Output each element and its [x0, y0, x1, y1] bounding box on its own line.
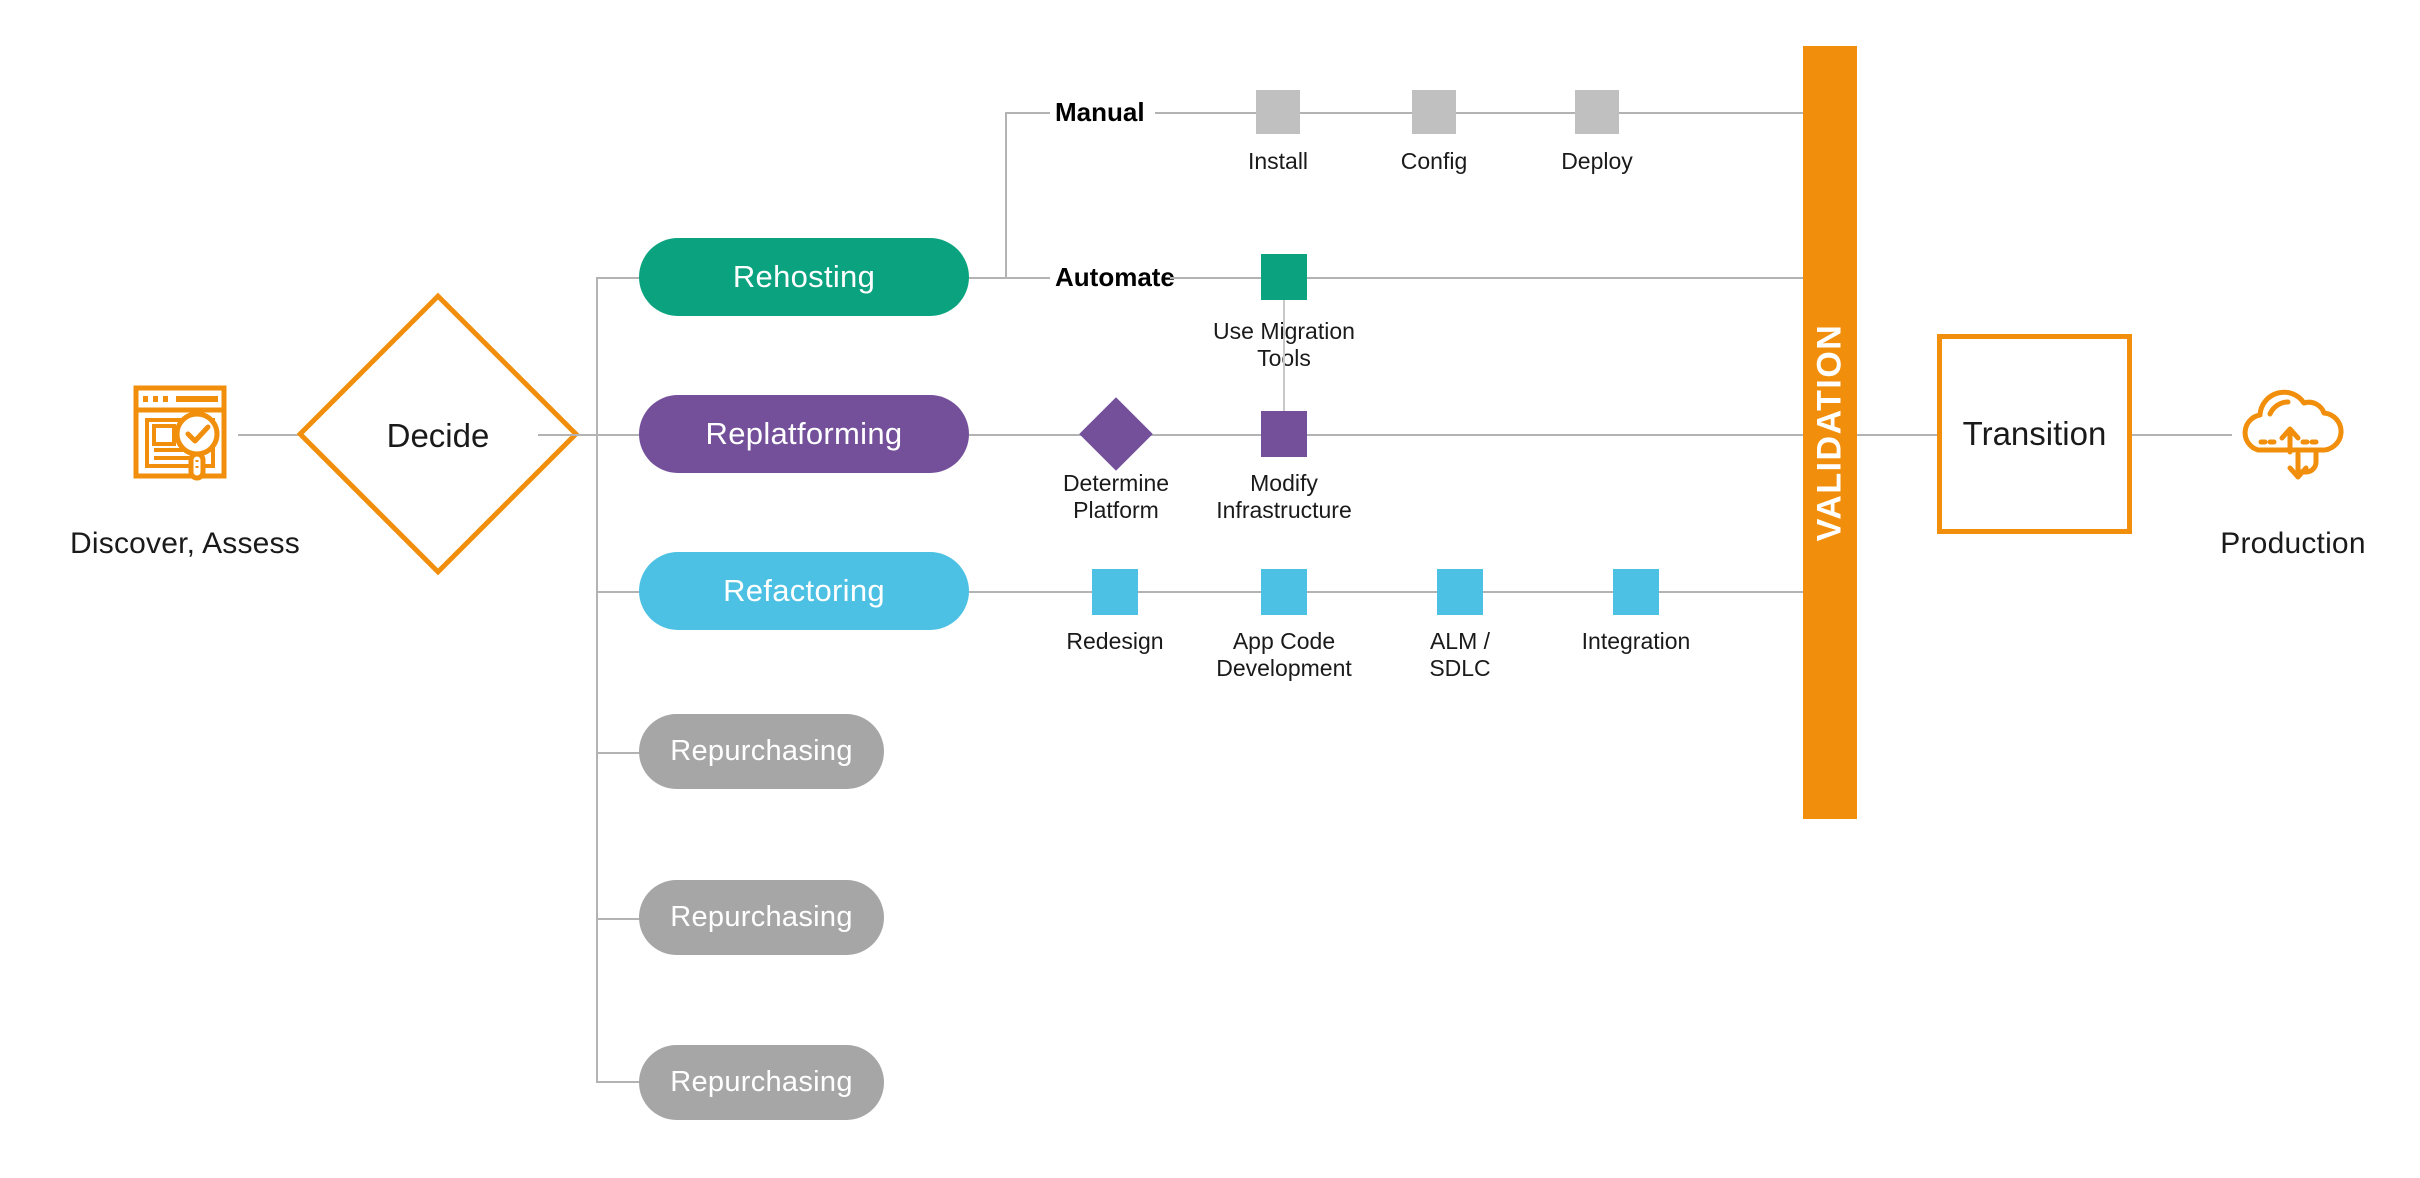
decide-label: Decide — [386, 417, 490, 454]
stub-replatforming — [596, 434, 642, 436]
strategy-pill-repurchasing-1[interactable]: Repurchasing — [639, 714, 884, 789]
discover-assess-icon — [128, 378, 238, 488]
node-label-integration: Integration — [1581, 628, 1691, 654]
stub-repurchasing-1 — [596, 752, 642, 754]
node-config[interactable] — [1412, 90, 1456, 134]
node-label-app-code-development: App Code Development — [1216, 628, 1352, 682]
strategy-pill-replatforming[interactable]: Replatforming — [639, 395, 969, 473]
rehosting-branch-spine — [1005, 112, 1007, 279]
strategy-pill-rehosting[interactable]: Rehosting — [639, 238, 969, 316]
node-label-config: Config — [1400, 148, 1468, 174]
strategy-pill-label: Repurchasing — [670, 735, 853, 767]
strategy-pill-repurchasing-2[interactable]: Repurchasing — [639, 880, 884, 955]
connector-start-to-decide — [238, 434, 338, 436]
node-label-redesign: Redesign — [1066, 628, 1164, 654]
stub-manual — [1005, 112, 1050, 114]
node-label-install: Install — [1247, 148, 1309, 174]
strategy-pill-label: Replatforming — [705, 416, 903, 451]
connector-automate-to-replatform — [1283, 300, 1285, 412]
node-redesign[interactable] — [1092, 569, 1138, 615]
strategy-pill-label: Repurchasing — [670, 1066, 853, 1098]
node-label-alm-sdlc: ALM / SDLC — [1429, 628, 1491, 682]
node-modify-infrastructure[interactable] — [1261, 411, 1307, 457]
connector-rehosting-out — [969, 277, 1007, 279]
connector-validation-to-transition — [1857, 434, 1937, 436]
node-app-code-development[interactable] — [1261, 569, 1307, 615]
strategy-pill-repurchasing-3[interactable]: Repurchasing — [639, 1045, 884, 1120]
node-integration[interactable] — [1613, 569, 1659, 615]
cloud-sync-icon — [2228, 378, 2358, 488]
validation-bar[interactable]: VALIDATION — [1803, 46, 1857, 819]
node-label-determine-platform: Determine Platform — [1062, 470, 1170, 524]
refactoring-track-line — [969, 591, 1803, 593]
connector-decide-to-spine — [538, 434, 598, 436]
stub-repurchasing-2 — [596, 918, 642, 920]
strategy-spine — [596, 277, 598, 1082]
branch-label-manual: Manual — [1055, 97, 1145, 127]
validation-label: VALIDATION — [1810, 323, 1849, 542]
branch-label-automate: Automate — [1055, 262, 1175, 292]
node-label-deploy: Deploy — [1561, 148, 1633, 174]
node-alm-sdlc[interactable] — [1437, 569, 1483, 615]
connector-transition-to-production — [2132, 434, 2232, 436]
strategy-pill-refactoring[interactable]: Refactoring — [639, 552, 969, 630]
stub-rehosting — [596, 277, 642, 279]
replatforming-track-line — [969, 434, 1803, 436]
transition-box[interactable]: Transition — [1937, 334, 2132, 534]
strategy-pill-label: Rehosting — [732, 259, 876, 294]
node-use-migration-tools[interactable] — [1261, 254, 1307, 300]
production-label: Production — [2220, 527, 2366, 560]
stub-repurchasing-3 — [596, 1081, 642, 1083]
automate-track-line — [1170, 277, 1803, 279]
node-label-modify-infrastructure: Modify Infrastructure — [1216, 470, 1352, 524]
manual-track-line — [1155, 112, 1803, 114]
transition-label: Transition — [1962, 415, 2107, 452]
node-install[interactable] — [1256, 90, 1300, 134]
stub-refactoring — [596, 591, 642, 593]
node-deploy[interactable] — [1575, 90, 1619, 134]
strategy-pill-label: Refactoring — [723, 573, 885, 608]
strategy-pill-label: Repurchasing — [670, 901, 853, 933]
discover-assess-label: Discover, Assess — [70, 527, 300, 560]
node-label-use-migration-tools: Use Migration Tools — [1213, 318, 1355, 371]
stub-automate — [1005, 277, 1050, 279]
node-determine-platform[interactable] — [1079, 397, 1153, 471]
